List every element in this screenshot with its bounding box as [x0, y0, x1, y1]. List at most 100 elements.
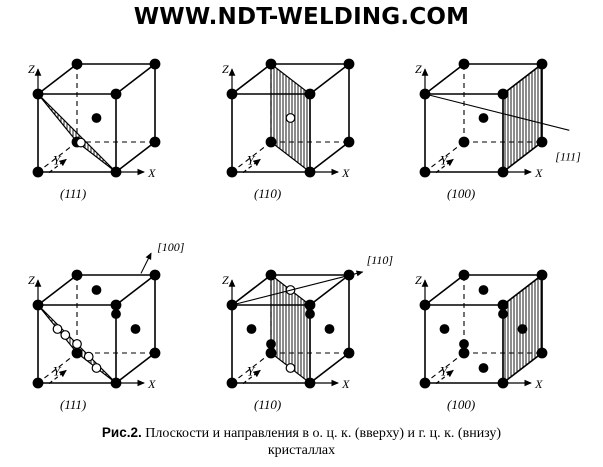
y-axis-label: Y	[440, 364, 449, 379]
cube-edge	[309, 352, 350, 384]
cube-edge	[231, 274, 272, 306]
y-axis-label: Y	[53, 364, 62, 379]
face-center-atom	[266, 339, 276, 349]
cube-edge	[309, 63, 350, 95]
corner-atom	[226, 166, 238, 178]
face-center-atom	[285, 363, 296, 373]
direction-label: [110]	[367, 253, 394, 267]
cube-edge	[309, 141, 350, 173]
face-center-atom	[498, 309, 508, 319]
panels-layer: ZXY(111)ZXY(110)ZXY[111](100)ZXY[100](11…	[28, 58, 581, 412]
face-center-atom	[72, 339, 82, 349]
face-center-atom	[91, 363, 102, 373]
face-center-atom	[91, 285, 102, 295]
plane-label: (110)	[254, 186, 281, 201]
corner-atom	[343, 136, 355, 148]
y-axis-arrow	[242, 158, 261, 174]
z-axis-label: Z	[222, 273, 229, 287]
direction-arrow	[140, 252, 152, 274]
corner-atom	[304, 299, 316, 311]
y-axis-label: Y	[247, 153, 256, 168]
z-axis-label: Z	[28, 273, 35, 287]
corner-atom	[265, 136, 277, 148]
corner-atom	[32, 299, 44, 311]
x-axis-label: X	[534, 377, 543, 391]
corner-atom	[497, 299, 509, 311]
y-axis-arrow	[435, 369, 454, 385]
caption-line-1: Плоскости и направления в о. ц. к. (ввер…	[145, 426, 502, 441]
corner-atom	[110, 377, 122, 389]
corner-atom	[149, 58, 161, 70]
y-axis-arrow	[242, 369, 261, 385]
corner-atom	[110, 88, 122, 100]
face-center-atom	[305, 309, 315, 319]
corner-atom	[536, 136, 548, 148]
face-center-atom	[324, 324, 335, 334]
cube-edge	[502, 352, 543, 384]
corner-atom	[149, 136, 161, 148]
caption-line-2: кристаллах	[267, 443, 336, 458]
corner-atom	[226, 377, 238, 389]
direction-line	[424, 93, 570, 131]
cube-panel-fcc-111: ZXY[100](111)	[28, 240, 185, 412]
face-center-atom	[130, 324, 141, 334]
body-center-atom	[285, 113, 296, 123]
y-axis-arrow	[48, 158, 67, 174]
corner-atom	[71, 58, 83, 70]
y-axis-label: Y	[247, 364, 256, 379]
corner-atom	[226, 88, 238, 100]
y-axis-label: Y	[440, 153, 449, 168]
z-axis-label: Z	[415, 62, 422, 76]
body-center-atom	[478, 113, 489, 123]
corner-atom	[497, 88, 509, 100]
corner-atom	[419, 166, 431, 178]
corner-atom	[343, 347, 355, 359]
corner-atom	[497, 166, 509, 178]
plane-atom	[60, 330, 71, 340]
corner-atom	[304, 88, 316, 100]
cube-panel-fcc-100: Z X Y (100)	[415, 269, 548, 412]
plane-atom	[75, 137, 86, 148]
x-axis-label: X	[341, 377, 350, 391]
corner-atom	[265, 269, 277, 281]
corner-atom	[32, 166, 44, 178]
cube-edge	[309, 274, 350, 306]
cube-edge	[115, 274, 156, 306]
corner-atom	[265, 347, 277, 359]
corner-atom	[71, 347, 83, 359]
plane-label: (110)	[254, 397, 281, 412]
z-axis-label: Z	[415, 273, 422, 287]
corner-atom	[304, 166, 316, 178]
cube-edge	[37, 274, 78, 306]
cube-edge	[502, 63, 543, 95]
caption-label: Рис.2.	[101, 425, 142, 440]
corner-atom	[149, 347, 161, 359]
face-center-atom	[246, 324, 257, 334]
plane-label: (100)	[447, 397, 475, 412]
corner-atom	[304, 377, 316, 389]
corner-atom	[149, 269, 161, 281]
plane-label: (100)	[447, 186, 475, 201]
body-center-atom	[91, 113, 102, 123]
x-axis-label: X	[534, 166, 543, 180]
cube-edge	[424, 274, 465, 306]
corner-atom	[343, 58, 355, 70]
face-center-atom	[439, 324, 450, 334]
cube-edge	[115, 141, 156, 173]
corner-atom	[536, 269, 548, 281]
cube-edge	[37, 63, 78, 95]
plane-atom	[83, 351, 94, 362]
corner-atom	[110, 299, 122, 311]
x-axis-label: X	[147, 377, 156, 391]
cube-edge	[502, 141, 543, 173]
corner-atom	[458, 136, 470, 148]
plane-label: (111)	[60, 186, 86, 201]
y-axis-arrow	[435, 158, 454, 174]
z-axis-label: Z	[222, 62, 229, 76]
y-axis-arrow	[48, 369, 67, 385]
cube-panel-bcc-100: Z X Y [111] (100)	[415, 58, 581, 201]
corner-atom	[265, 58, 277, 70]
corner-atom	[419, 299, 431, 311]
direction-label: [111]	[555, 149, 581, 163]
face-center-atom	[478, 363, 489, 373]
